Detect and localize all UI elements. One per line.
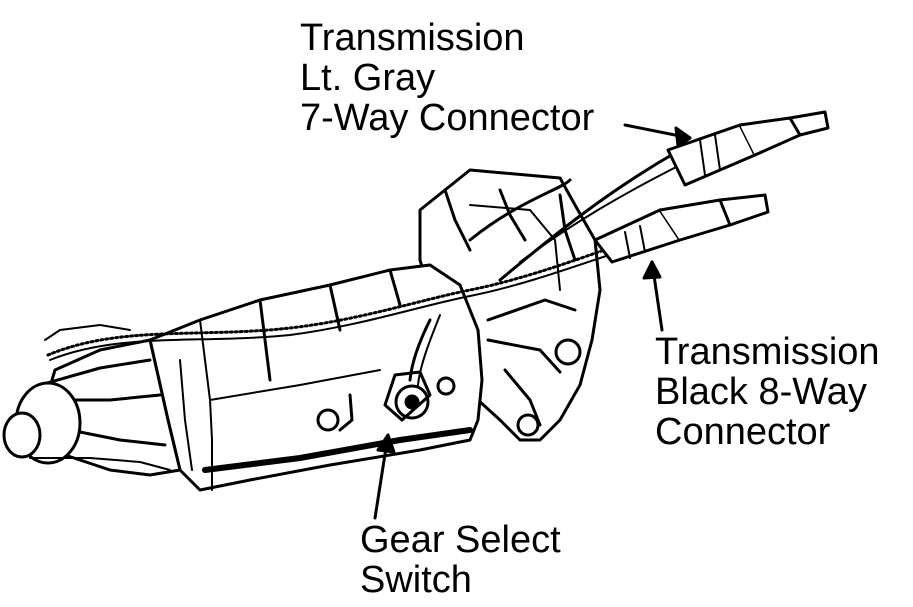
eight-way-label-line2: Black 8-Way <box>655 371 867 413</box>
eight-way-label-line1: Transmission <box>655 331 880 373</box>
seven-way-label-line1: Transmission <box>300 17 525 59</box>
leader-arrows <box>373 123 692 520</box>
gear-select-label-line1: Gear Select <box>360 519 561 561</box>
gear-select-label-line2: Switch <box>360 559 472 601</box>
gear-select-switch <box>383 370 456 422</box>
eight-way-connector <box>593 193 770 264</box>
seven-way-connector-label: Transmission Lt. Gray 7-Way Connector <box>300 18 594 138</box>
gear-select-switch-label: Gear Select Switch <box>360 520 561 600</box>
seven-way-connector <box>666 110 830 187</box>
seven-way-label-line2: Lt. Gray <box>300 57 436 99</box>
seven-way-label-line3: 7-Way Connector <box>300 97 595 139</box>
eight-way-connector-label: Transmission Black 8-Way Connector <box>655 332 880 452</box>
wiring-harness <box>46 148 691 386</box>
tail-housing <box>2 324 182 477</box>
eight-way-label-line3: Connector <box>655 411 831 453</box>
transmission-case <box>148 263 484 492</box>
